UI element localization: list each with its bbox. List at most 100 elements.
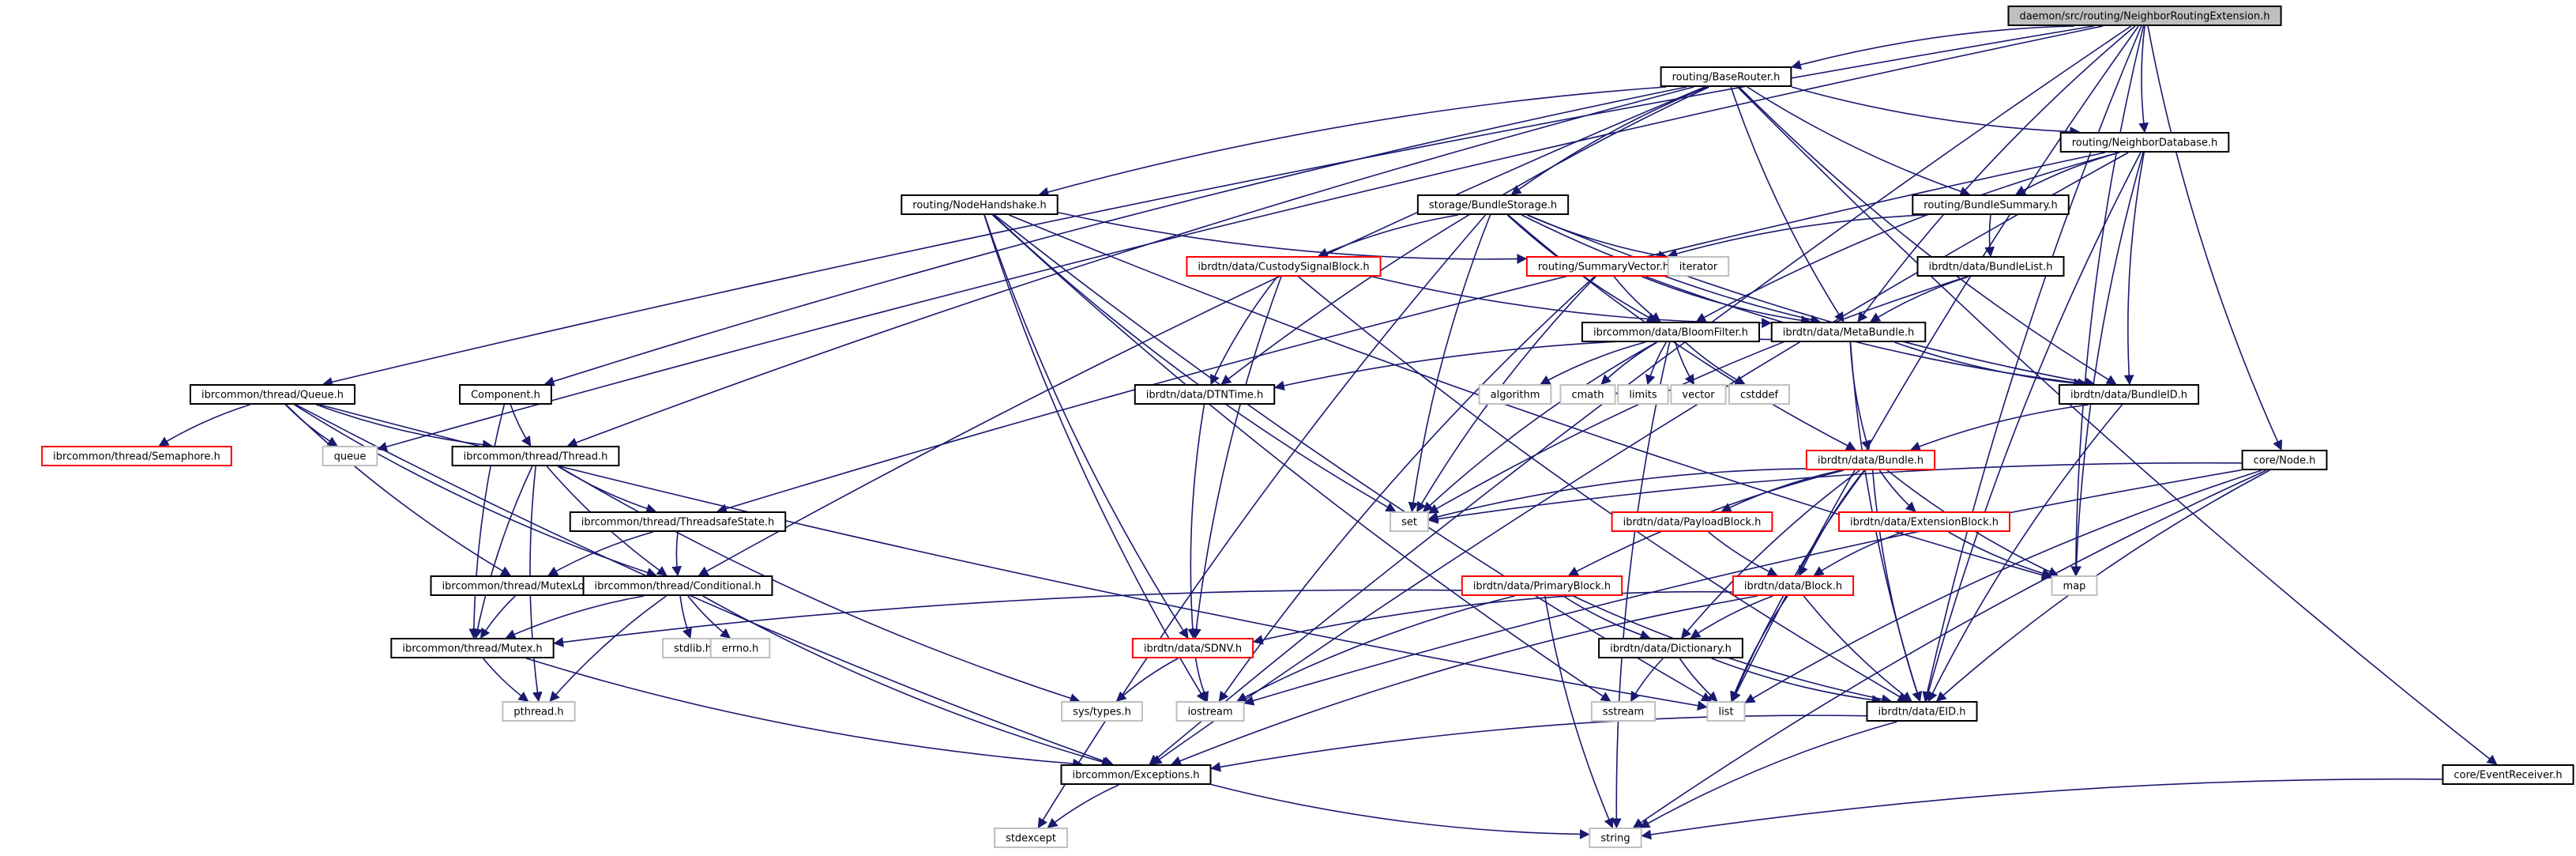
node-box xyxy=(709,638,771,658)
graph-node-bundlelist[interactable]: ibrdtn/data/BundleList.h xyxy=(1916,256,2065,277)
node-box xyxy=(190,384,355,405)
node-label: pthread.h xyxy=(513,707,563,718)
edge-bloomfilter-to-cstddef xyxy=(1684,341,1746,385)
node-box xyxy=(1866,701,1978,722)
nodes-layer: daemon/src/routing/NeighborRoutingExtens… xyxy=(41,6,2574,848)
graph-node-exceptions[interactable]: ibrcommon/Exceptions.h xyxy=(1060,764,1212,785)
graph-node-metabundle[interactable]: ibrdtn/data/MetaBundle.h xyxy=(1770,322,1927,342)
node-box xyxy=(1598,638,1743,658)
graph-node-iterator: iterator xyxy=(1667,256,1730,277)
node-box xyxy=(1061,701,1143,722)
graph-node-dtntime[interactable]: ibrdtn/data/DTNTime.h xyxy=(1134,384,1276,405)
edge-root-to-queue xyxy=(377,25,2104,452)
node-label: algorithm xyxy=(1491,390,1540,402)
graph-node-sdnv[interactable]: ibrdtn/data/SDNV.h xyxy=(1131,638,1254,658)
edge-root-to-metabundle xyxy=(1857,25,2136,323)
node-label: routing/BaseRouter.h xyxy=(1672,72,1781,84)
node-box xyxy=(1912,194,2070,215)
graph-node-bundleid[interactable]: ibrdtn/data/BundleID.h xyxy=(2058,384,2200,405)
node-box xyxy=(1478,384,1552,405)
edge-thread-to-threadsafestate xyxy=(557,466,657,514)
graph-node-nodehandshake[interactable]: routing/NodeHandshake.h xyxy=(901,194,1059,215)
node-box xyxy=(1131,638,1254,658)
graph-node-component[interactable]: Component.h xyxy=(459,384,552,405)
node-label: ibrcommon/thread/ThreadsafeState.h xyxy=(581,517,774,529)
node-box xyxy=(1667,256,1730,277)
edge-neighbordb-to-exceptions xyxy=(1151,152,2129,765)
graph-node-bundlestorage[interactable]: storage/BundleStorage.h xyxy=(1416,194,1570,215)
graph-node-conditional[interactable]: ibrcommon/thread/Conditional.h xyxy=(582,575,773,596)
graph-node-dictionary[interactable]: ibrdtn/data/Dictionary.h xyxy=(1598,638,1743,658)
node-label: ibrcommon/thread/Queue.h xyxy=(201,390,344,402)
node-label: errno.h xyxy=(722,643,759,655)
graph-node-bundlesummary[interactable]: routing/BundleSummary.h xyxy=(1912,194,2070,215)
edge-neighbordb-to-threadsafestate xyxy=(716,152,2105,514)
node-box xyxy=(1186,256,1382,277)
edge-summaryvector-to-bloomfilter xyxy=(1613,276,1661,322)
edge-bloomfilter-to-algorithm xyxy=(1540,341,1645,385)
node-box xyxy=(2007,6,2282,26)
node-box xyxy=(1060,764,1212,785)
node-box xyxy=(582,575,773,596)
graph-node-cstddef: cstddef xyxy=(1728,384,1791,405)
graph-node-neighbordb[interactable]: routing/NeighborDatabase.h xyxy=(2059,132,2230,153)
node-box xyxy=(569,511,787,532)
graph-node-custodysignal[interactable]: ibrdtn/data/CustodySignalBlock.h xyxy=(1186,256,1382,277)
node-label: daemon/src/routing/NeighborRoutingExtens… xyxy=(2019,11,2270,23)
edge-root-to-neighbordb xyxy=(2138,25,2149,134)
edge-neighbordb-to-bundlesummary xyxy=(2014,152,2120,195)
graph-node-semaphore[interactable]: ibrcommon/thread/Semaphore.h xyxy=(41,446,232,466)
node-box xyxy=(502,701,576,722)
node-box xyxy=(1581,322,1761,342)
edge-bundle-to-eid xyxy=(1871,469,1922,703)
edge-primaryblock-to-iostream xyxy=(1236,595,1515,702)
edge-custodysignal-to-eid xyxy=(1298,276,1908,702)
node-box xyxy=(322,446,378,466)
node-box xyxy=(1732,575,1855,596)
node-label: limits xyxy=(1629,390,1657,402)
node-label: ibrdtn/data/PrimaryBlock.h xyxy=(1473,581,1611,593)
graph-node-thread[interactable]: ibrcommon/thread/Thread.h xyxy=(451,446,620,466)
node-label: cstddef xyxy=(1740,390,1779,402)
edge-bundlestorage-to-set xyxy=(1408,214,1491,513)
graph-node-corenode[interactable]: core/Node.h xyxy=(2241,450,2328,470)
edge-bundlestorage-to-custodysignal xyxy=(1317,214,1458,258)
edge-root-to-exceptions xyxy=(1149,25,2132,765)
edge-neighbordb-to-bundleid xyxy=(2123,152,2145,386)
edge-bundlesummary-to-bundlelist xyxy=(1984,214,1995,258)
graph-node-eid[interactable]: ibrdtn/data/EID.h xyxy=(1866,701,1978,722)
graph-node-threadsafestate[interactable]: ibrcommon/thread/ThreadsafeState.h xyxy=(569,511,787,532)
node-box xyxy=(2051,575,2098,596)
node-box xyxy=(1461,575,1623,596)
edge-conditional-to-errno xyxy=(687,595,731,639)
graph-node-bloomfilter[interactable]: ibrcommon/data/BloomFilter.h xyxy=(1581,322,1761,342)
graph-node-summaryvector[interactable]: routing/SummaryVector.h xyxy=(1525,256,1682,277)
node-label: ibrdtn/data/MetaBundle.h xyxy=(1783,327,1915,339)
node-box xyxy=(1590,701,1657,722)
graph-node-mutex[interactable]: ibrcommon/thread/Mutex.h xyxy=(390,638,555,658)
edge-root-to-eid xyxy=(1922,25,2142,703)
graph-node-queue_h[interactable]: ibrcommon/thread/Queue.h xyxy=(190,384,355,405)
edge-primaryblock-to-dictionary xyxy=(1563,595,1651,640)
graph-node-bundle[interactable]: ibrdtn/data/Bundle.h xyxy=(1805,450,1936,470)
node-label: ibrcommon/thread/Mutex.h xyxy=(402,643,542,655)
graph-node-payloadblock[interactable]: ibrdtn/data/PayloadBlock.h xyxy=(1611,511,1773,532)
node-box xyxy=(994,828,1068,848)
graph-node-primaryblock[interactable]: ibrdtn/data/PrimaryBlock.h xyxy=(1461,575,1623,596)
graph-node-extensionblock[interactable]: ibrdtn/data/ExtensionBlock.h xyxy=(1838,511,2010,532)
node-box xyxy=(1706,701,1746,722)
graph-node-block[interactable]: ibrdtn/data/Block.h xyxy=(1732,575,1855,596)
node-box xyxy=(1660,66,1792,87)
edge-sdnv-to-systypes xyxy=(1115,658,1179,702)
node-label: ibrcommon/thread/Conditional.h xyxy=(595,581,762,593)
graph-node-systypes: sys/types.h xyxy=(1061,701,1143,722)
graph-node-eventreceiver[interactable]: core/EventReceiver.h xyxy=(2442,764,2574,785)
graph-node-baserouter[interactable]: routing/BaseRouter.h xyxy=(1660,66,1792,87)
node-label: set xyxy=(1401,517,1417,529)
node-box xyxy=(1175,701,1245,722)
node-box xyxy=(1916,256,2065,277)
edge-bundlestorage-to-bundle xyxy=(1507,214,1856,451)
node-label: ibrcommon/thread/Thread.h xyxy=(464,451,608,463)
edge-exceptions-to-string xyxy=(1211,783,1590,839)
edge-bundlestorage-to-iterator xyxy=(1527,214,1669,261)
